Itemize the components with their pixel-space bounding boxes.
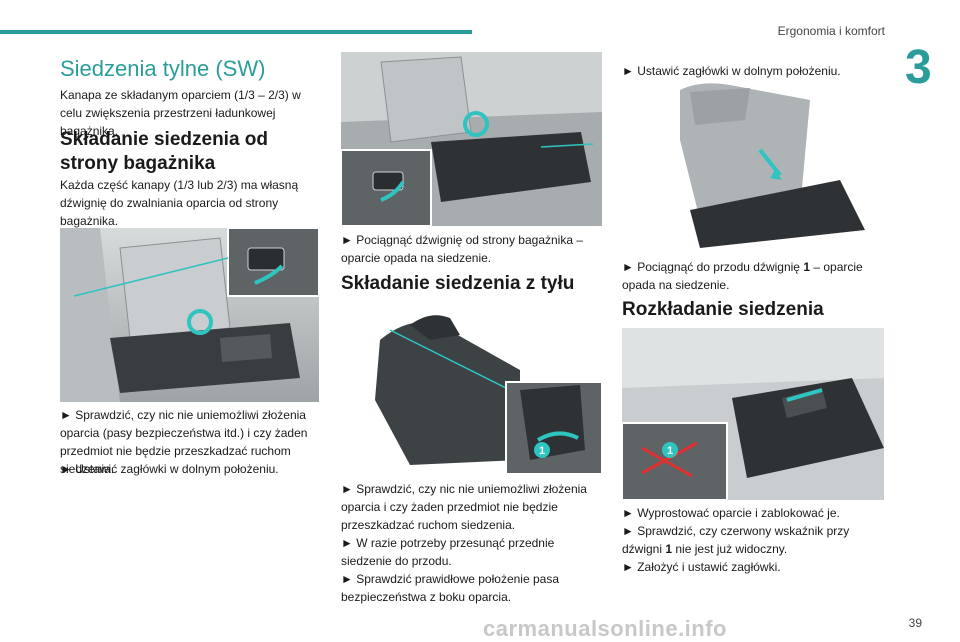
left-step-1: ► Sprawdzić, czy nic nie uniemożliwi zło… (60, 408, 308, 476)
heading-unfold: Rozkładanie siedzenia (622, 299, 824, 320)
right-step-4: ► Sprawdzić, czy czerwony wskaźnik przy … (622, 524, 850, 556)
header-accent-bar (0, 30, 472, 34)
right-step-2: ► Pociągnąć do przodu dźwignię 1 – oparc… (622, 260, 863, 292)
watermark: carmanualsonline.info (483, 616, 727, 641)
right-step-5: ► Założyć i ustawić zagłówki. (622, 560, 781, 574)
page-number: 39 (908, 616, 922, 630)
page-title: Siedzenia tylne (SW) (60, 56, 266, 81)
chapter-number: 3 (905, 41, 932, 94)
boot-fold-illustration (341, 52, 602, 226)
left-step-2: ► Ustawić zagłówki w dolnym położeniu. (60, 462, 279, 476)
right-step-3: ► Wyprostować oparcie i zablokować je. (622, 506, 840, 520)
unfold-illustration: 1 (622, 328, 884, 500)
headrest-fold-illustration (670, 80, 870, 248)
middle-step-3: ► W razie potrzeby przesunąć przednie si… (341, 536, 555, 568)
middle-step-2: ► Sprawdzić, czy nic nie uniemożliwi zło… (341, 482, 587, 532)
middle-step-1: ► Pociągnąć dźwignię od strony bagażnika… (341, 233, 584, 265)
callout-1: 1 (539, 445, 545, 457)
right-step-1: ► Ustawić zagłówki w dolnym położeniu. (622, 64, 841, 78)
heading-fold-from-boot: Składanie siedzenia od strony bagażnika (60, 129, 269, 174)
rear-fold-illustration: 1 (370, 310, 602, 474)
boot-lever-illustration (60, 228, 319, 402)
fold-from-boot-text: Każda część kanapy (1/3 lub 2/3) ma włas… (60, 178, 299, 228)
intro-text: Kanapa ze składanym oparciem (1/3 – 2/3)… (60, 88, 301, 138)
middle-step-4: ► Sprawdzić prawidłowe położenie pasa be… (341, 572, 559, 604)
section-heading: Ergonomia i komfort (777, 24, 885, 38)
heading-fold-from-rear: Składanie siedzenia z tyłu (341, 273, 575, 294)
callout-1-unfold: 1 (667, 445, 673, 457)
